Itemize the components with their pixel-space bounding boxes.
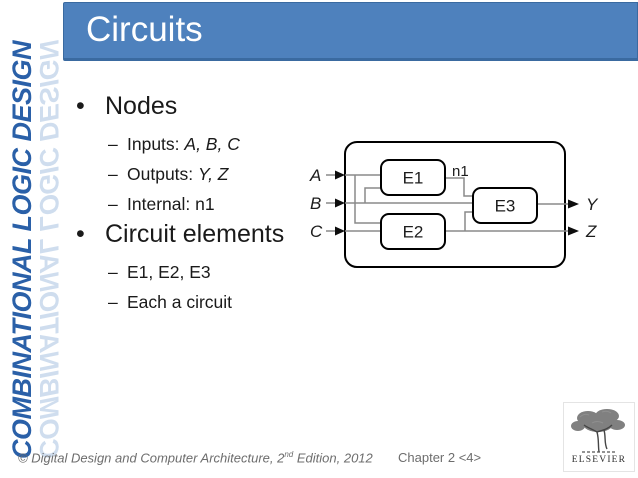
input-label-c: C [310,222,323,241]
internal-node-label-n1: n1 [452,163,469,180]
sub-bullet-text: Each a circuit [127,292,233,312]
output-arrowhead-y [568,199,579,209]
bullet-label: Circuit elements [105,220,285,248]
input-label-a: A [309,166,321,185]
sidebar: COMBINATIONAL LOGIC DESIGN COMBINATIONAL… [0,0,64,478]
wire-a-branch-to-e2 [354,175,381,224]
arrowheads [335,170,579,236]
title-bar: Circuits [63,2,638,61]
element-label-e1: E1 [403,169,424,188]
edition-superscript: nd [284,450,294,459]
input-arrowhead-a [335,170,345,180]
edition-pre: , 2 [269,450,285,466]
wires [326,174,568,232]
input-arrowhead-b [335,198,345,208]
wire-e2-branch-to-e3 [464,211,473,231]
edition-post: Edition, 2012 [293,450,373,466]
dash-marker: – [108,262,118,282]
sub-bullet-outputs: – Outputs: Y, Z [108,159,336,189]
bullet-list: • Nodes – Inputs: A, B, C – Outputs: Y, … [76,91,336,317]
sub-bullet-text: Inputs: A, B, C [127,134,240,154]
sub-bullet-text: Outputs: Y, Z [127,164,229,184]
bullet-item-circuit-elements: • Circuit elements [76,219,336,250]
wire-n1 [445,177,473,197]
bullet-marker: • [76,220,85,248]
element-box-e2 [380,213,446,250]
output-arrowhead-z [568,226,579,236]
dash-marker: – [108,194,118,214]
page-title: Circuits [86,10,203,49]
output-label-z: Z [585,222,597,241]
sub-bullet-inputs: – Inputs: A, B, C [108,129,336,159]
footer-page-number: Chapter 2 <4> [398,450,482,465]
elsevier-logo-text: ELSEVIER [571,455,627,465]
dash-marker: – [108,292,118,312]
bullet-label: Nodes [105,92,178,120]
element-box-e1 [380,159,446,196]
sub-bullet-element-names: – E1, E2, E3 [108,257,336,287]
elsevier-tree-icon [571,409,625,453]
sidebar-vertical-text: COMBINATIONAL LOGIC DESIGN [7,41,37,459]
output-label-y: Y [586,195,599,214]
elsevier-logo: ELSEVIER [563,402,635,472]
input-arrowhead-c [335,226,345,236]
sub-bullet-text: Internal: n1 [127,194,215,214]
bullet-marker: • [76,92,85,120]
sub-bullet-each-a-circuit: – Each a circuit [108,287,336,317]
element-label-e3: E3 [495,197,516,216]
element-box-e3 [472,187,538,224]
input-label-b: B [310,194,321,213]
circuit-diagram: A B C Y Z n1 E1 E2 E3 [309,141,599,268]
bullet-item-nodes: • Nodes [76,91,336,122]
sub-bullet-internal: – Internal: n1 [108,189,336,219]
book-title: Digital Design and Computer Architecture [31,450,270,466]
element-label-e2: E2 [403,223,424,242]
sub-bullet-text: E1, E2, E3 [127,262,211,282]
footer-copyright: © Digital Design and Computer Architectu… [18,450,373,465]
dash-marker: – [108,134,118,154]
wire-b-branch-to-e1 [364,187,381,203]
copyright-symbol: © [18,450,32,466]
dash-marker: – [108,164,118,184]
